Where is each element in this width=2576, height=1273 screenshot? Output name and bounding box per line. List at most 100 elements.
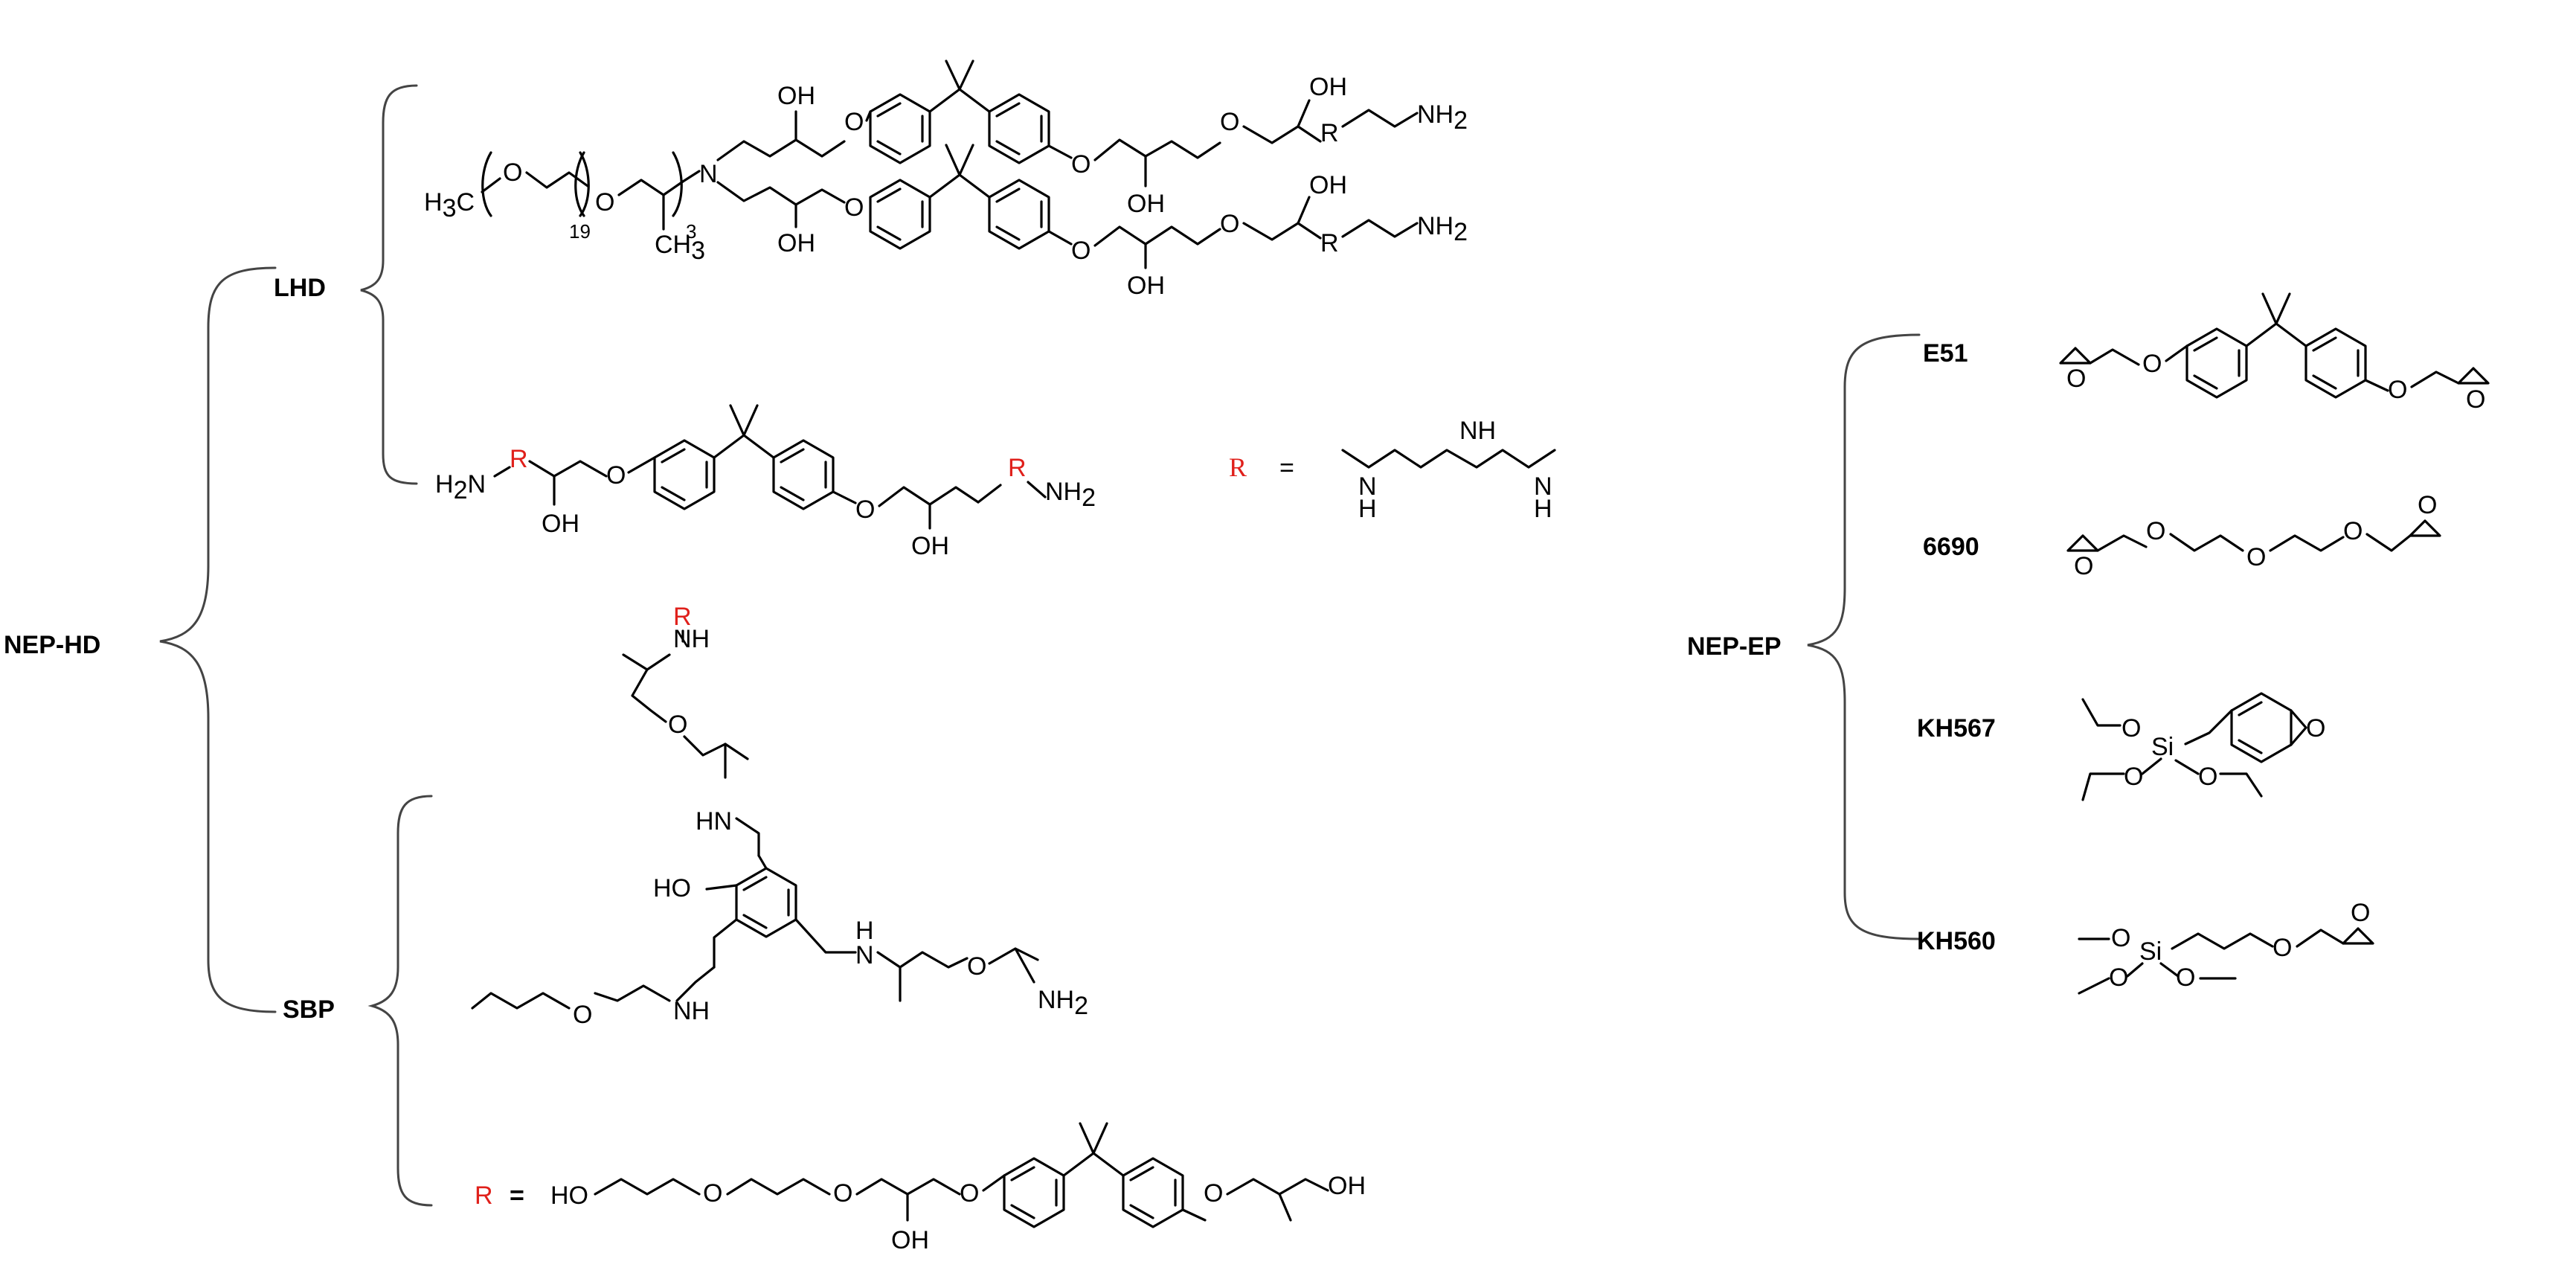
bond (1297, 196, 1311, 225)
atom-o: O (960, 1179, 979, 1208)
atom-o: O (1071, 150, 1091, 179)
subscript-19: 19 (569, 220, 591, 243)
bond-chain (2081, 772, 2125, 801)
bond-chain (1341, 109, 1419, 128)
benzene-inner (2238, 701, 2263, 754)
lhd-structure-1: H3C O 19 O CH3 3 N OH O O OH O (424, 60, 1468, 300)
bracket-open-2 (574, 151, 585, 217)
bond (2174, 759, 2200, 775)
bond-chain (528, 460, 608, 478)
atom-nh2: NH2 (1417, 100, 1468, 135)
bond-chain (594, 984, 671, 1002)
atom-ho: HO (653, 874, 691, 902)
bond-chain (2089, 348, 2140, 366)
atom-o: O (967, 952, 986, 981)
benzene-inner (876, 102, 924, 155)
bond (1047, 144, 1073, 159)
atom-oh: OH (891, 1226, 929, 1254)
atom-oh: OH (1328, 1172, 1366, 1200)
atom-o: O (855, 496, 875, 524)
bond (2165, 344, 2188, 362)
benzene-inner (1129, 1166, 1177, 1219)
benzene-inner (995, 187, 1043, 241)
atom-o: O (2388, 376, 2407, 404)
atom-o: O (2111, 924, 2130, 952)
atom-o: O (2351, 899, 2370, 927)
k6690-structure: O O O O O (2066, 491, 2441, 580)
atom-nh: NH (673, 625, 710, 653)
benzene-inner (2312, 336, 2360, 390)
benzene-inner (2193, 336, 2241, 390)
benzene-ring (1003, 1157, 1065, 1228)
label-nep-hd: NEP-HD (4, 631, 100, 659)
atom-r-red: R (510, 445, 528, 473)
epoxide-ring (2409, 519, 2441, 537)
bond-chain (726, 1178, 831, 1196)
atom-nh2: NH2 (1038, 986, 1088, 1020)
atom-o: O (595, 188, 614, 217)
bond-chain (2171, 932, 2274, 950)
bond (627, 456, 656, 474)
atom-ch3: CH3 (655, 231, 705, 265)
bond-chain (2269, 534, 2345, 552)
atom-h: H (1534, 495, 1552, 523)
bond (2364, 379, 2389, 392)
label-nep-ep: NEP-EP (1687, 632, 1782, 661)
bond-chain (1226, 1178, 1329, 1196)
atom-o: O (844, 193, 864, 222)
benzene-inner (780, 448, 827, 501)
kh560-structure: O Si O O O O (2078, 899, 2374, 995)
benzene-inner (995, 102, 1043, 155)
atom-n: N (699, 160, 718, 188)
atom-o: O (2343, 517, 2363, 545)
bond-chain (2096, 534, 2148, 552)
atom-oh: OH (1127, 272, 1165, 300)
epoxide-ring (2059, 347, 2092, 365)
bond (2141, 757, 2162, 775)
label-kh567: KH567 (1917, 714, 1996, 743)
bond (481, 177, 501, 193)
bracket-close-1 (579, 151, 590, 217)
atom-h: H (1358, 495, 1377, 523)
atom-oh: OH (542, 510, 579, 538)
subscript-3: 3 (686, 220, 696, 243)
atom-h: H (855, 917, 874, 945)
benzene-ring (869, 93, 931, 164)
atom-o: O (2246, 543, 2266, 571)
atom-nh2: NH2 (1045, 478, 1096, 512)
atom-o: O (668, 711, 687, 739)
sbp-structure: R NH O HN HO N H O NH2 NH O (471, 603, 1088, 1029)
atom-o: O (573, 1001, 592, 1029)
bond-chain (876, 951, 969, 969)
bond-chain (594, 1178, 701, 1196)
bond (493, 466, 511, 478)
bond-chain (2410, 371, 2460, 388)
bond-dimethyl (1079, 1122, 1108, 1155)
bond-dimethyl (2261, 292, 2291, 325)
atom-r: R (1320, 119, 1339, 147)
bond (2078, 977, 2110, 995)
benzene-ring (653, 439, 716, 510)
bond-wavy (1278, 1193, 1292, 1222)
atom-ho: HO (550, 1181, 588, 1210)
atom-si: Si (2151, 733, 2174, 761)
epoxide-bond (2290, 709, 2307, 746)
bond (865, 110, 872, 122)
atom-n: N (1534, 472, 1552, 501)
bond-chain (2184, 709, 2233, 745)
bond-chain (1093, 225, 1221, 247)
atom-o: O (606, 461, 626, 490)
atom-n: N (855, 941, 874, 969)
atom-oh: OH (1127, 190, 1165, 218)
atom-o: O (1204, 1179, 1223, 1208)
bond-chain (1341, 449, 1556, 469)
label-lhd: LHD (274, 274, 326, 302)
bond (2126, 962, 2144, 978)
atom-o: O (2121, 714, 2141, 743)
bond (794, 918, 857, 954)
bond (713, 434, 775, 459)
bond-chain (716, 138, 846, 161)
kh567-structure: O Si O O O (2081, 692, 2325, 801)
benzene-ring (869, 179, 931, 250)
